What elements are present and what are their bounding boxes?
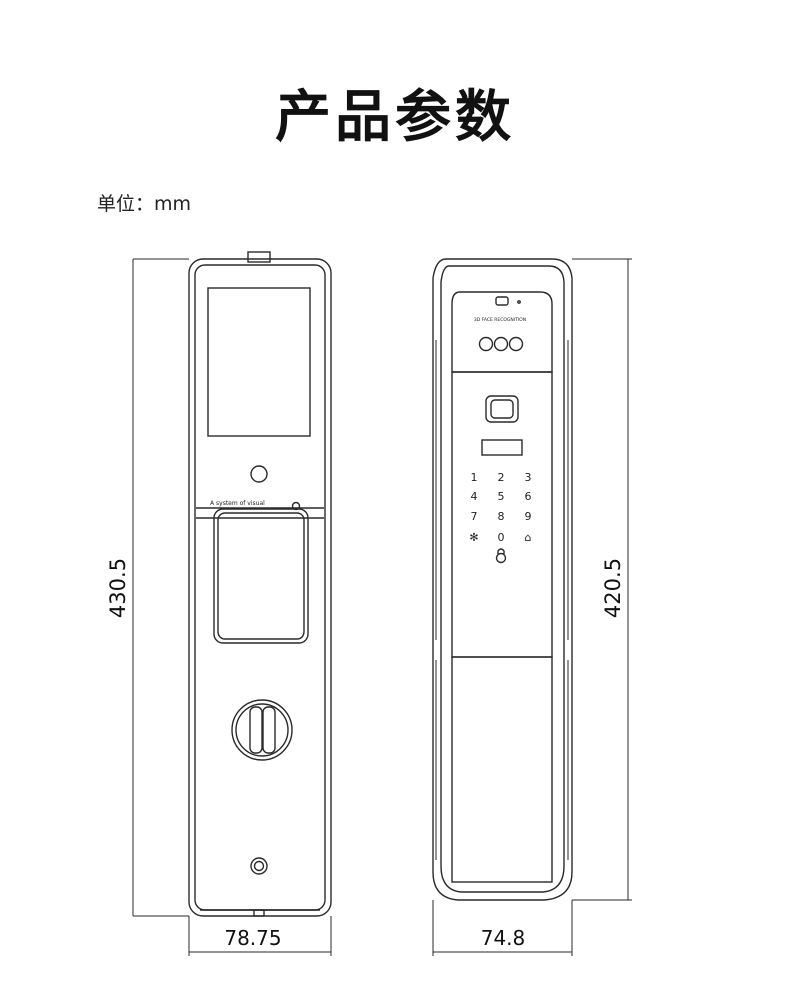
unit-label: 单位：mm: [97, 193, 192, 215]
lens-left-icon: [478, 336, 494, 352]
keypad-key: 9: [525, 510, 532, 523]
keypad-key: 7: [471, 510, 478, 523]
keyhole-inner-icon: [253, 860, 265, 872]
thumb-turn-outer: [231, 699, 293, 761]
lock-shackle-icon: [497, 548, 505, 554]
front-height-dimension: [132, 258, 189, 917]
keypad-key: 3: [525, 471, 532, 484]
side-height-label: 420.5: [601, 558, 625, 618]
sensor-ring-icon: [250, 465, 268, 483]
face-camera-icon: [495, 296, 509, 306]
front-width-label: 78.75: [224, 926, 281, 950]
front-view: A system of visual 430.5 78.75: [106, 251, 332, 956]
side-view: 3D FACE RECOGNITION 1 2 3 4 5 6 7 8 9 ✻ 0 ⌂ 420.5: [432, 258, 632, 956]
page-title: 产品参数: [275, 85, 515, 150]
front-height-label: 430.5: [106, 558, 130, 618]
thumb-turn-grip-left: [249, 706, 263, 754]
keypad-key: ✻: [469, 531, 478, 544]
lower-handle: [451, 656, 553, 883]
keypad-key: 8: [498, 510, 505, 523]
front-width-dimension: [188, 916, 332, 956]
lock-icon: [495, 552, 507, 564]
keyhole-outer-icon: [250, 857, 268, 875]
keypad-display: [481, 439, 523, 456]
top-knob: [247, 251, 271, 263]
handle-recess-inner: [217, 512, 305, 640]
keypad-key: 4: [471, 490, 478, 503]
bottom-tab: [253, 909, 265, 917]
lens-right-icon: [508, 336, 524, 352]
thumb-turn-grip-right: [262, 706, 276, 754]
keypad-key: 1: [471, 471, 478, 484]
keypad-key: 5: [498, 490, 505, 503]
keypad-key: 2: [498, 471, 505, 484]
side-width-label: 74.8: [481, 926, 526, 950]
ir-dot-icon: [517, 300, 521, 304]
display-screen: [207, 287, 311, 437]
handle-recess: [213, 508, 309, 644]
fingerprint-sensor-icon: [490, 399, 514, 419]
fingerprint-frame: [485, 395, 519, 423]
brand-text: A system of visual: [210, 500, 265, 507]
face-module: [451, 291, 553, 373]
keypad-grid: 1 2 3 4 5 6 7 8 9 ✻ 0 ⌂: [469, 471, 531, 544]
side-body-outer: [432, 258, 573, 901]
side-width-dimension: [432, 900, 573, 956]
side-body-inner: [440, 265, 565, 893]
lens-center-icon: [493, 336, 509, 352]
keypad-key: ⌂: [525, 531, 532, 544]
keypad-key: 0: [498, 531, 505, 544]
keypad-key: 6: [525, 490, 532, 503]
sensor-text: 3D FACE RECOGNITION: [474, 317, 526, 323]
side-height-dimension: [572, 258, 632, 901]
thumb-turn-inner: [235, 703, 289, 757]
